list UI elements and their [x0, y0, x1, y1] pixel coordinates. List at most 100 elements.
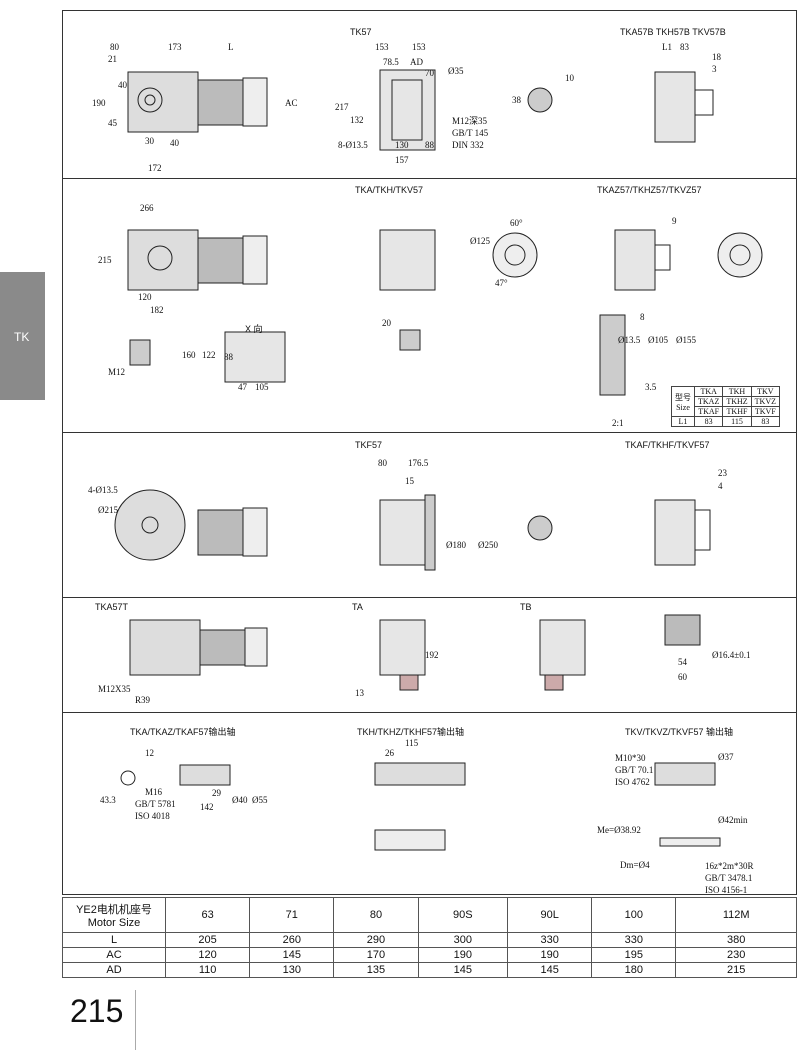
dimension-label: Ø125: [470, 236, 490, 246]
dimension-label: 23: [718, 468, 727, 478]
dimension-label: 330: [507, 932, 593, 948]
dimension-label: M12X35: [98, 684, 131, 694]
view-title: TA: [352, 602, 363, 612]
dimension-label: Ø42min: [718, 815, 748, 825]
dimension-label: 29: [212, 788, 221, 798]
dimension-label: 160: [182, 350, 196, 360]
dimension-label: M12: [108, 367, 126, 377]
dimension-label: 83: [680, 42, 689, 52]
dimension-label: 100: [591, 897, 677, 933]
dimension-label: 80: [378, 458, 387, 468]
dimension-label: 12: [145, 748, 154, 758]
dimension-label: 195: [591, 947, 677, 963]
gearbox-drawing-4: [129, 614, 701, 691]
dimension-label: 217: [335, 102, 349, 112]
dimension-label: 90S: [417, 897, 509, 933]
dimension-label: 18: [712, 52, 721, 62]
dimension-label: Ø16.4±0.1: [712, 650, 751, 660]
dimension-label: DIN 332: [452, 140, 484, 150]
dimension-label: 190: [507, 947, 593, 963]
view-title: TKA/TKH/TKV57: [355, 185, 424, 195]
dimension-label: 115: [722, 416, 752, 427]
dimension-label: ISO 4018: [135, 811, 170, 821]
dimension-label: 71: [249, 897, 335, 933]
dimension-label: TKAF: [693, 406, 724, 417]
dimension-label: 180: [591, 962, 677, 978]
divider: [62, 712, 797, 713]
dimension-label: 90L: [507, 897, 593, 933]
dimension-label: 215: [98, 255, 112, 265]
page-number: 215: [70, 993, 124, 1029]
dimension-label: 30: [145, 136, 154, 146]
dimension-label: 78.5: [383, 57, 399, 67]
dimension-label: 170: [333, 947, 419, 963]
dimension-label: 2:1: [612, 418, 624, 428]
dimension-label: GB/T 5781: [135, 799, 176, 809]
dimension-label: Ø180: [446, 540, 466, 550]
dimension-label: 3.5: [645, 382, 657, 392]
dimension-label: 8: [640, 312, 645, 322]
view-title: TKA/TKAZ/TKAF57输出轴: [130, 727, 236, 737]
dimension-label: 142: [200, 802, 214, 812]
dimension-label: 266: [140, 203, 154, 213]
dimension-label: L: [228, 42, 234, 52]
dimension-label: L1: [662, 42, 672, 52]
gearbox-drawing-tk57: [127, 71, 268, 133]
dimension-label: 60°: [510, 218, 523, 228]
dimension-label: 47: [238, 382, 247, 392]
section-tab-label: TK: [14, 330, 30, 344]
dimension-label: 173: [168, 42, 182, 52]
dimension-label: M10*30: [615, 753, 646, 763]
dimension-label: Me=Ø38.92: [597, 825, 641, 835]
technical-drawings: [114, 69, 763, 851]
dimension-label: TKA: [693, 386, 724, 397]
gearbox-drawing-3: [114, 489, 711, 571]
gearbox-drawing-b: [654, 71, 714, 143]
dimension-label: 157: [395, 155, 409, 165]
dimension-label: TKAZ: [693, 396, 724, 407]
dimension-label: 130: [249, 962, 335, 978]
dimension-label: 230: [675, 947, 797, 963]
dimension-label: 70: [425, 68, 434, 78]
dimension-label: 105: [255, 382, 269, 392]
dimension-label: 3: [712, 64, 717, 74]
dimension-label: 132: [350, 115, 364, 125]
dimension-label: GB/T 145: [452, 128, 489, 138]
dimension-label: ISO 4156-1: [705, 885, 748, 895]
dimension-label: AD: [62, 962, 166, 978]
dimension-label: Dm=Ø4: [620, 860, 650, 870]
dimension-label: 45: [108, 118, 117, 128]
dimension-label: 63: [164, 897, 251, 933]
dimension-label: 380: [675, 932, 797, 948]
dimension-label: 176.5: [408, 458, 429, 468]
dimension-label: TKV: [750, 386, 780, 397]
dimension-label: Ø37: [718, 752, 734, 762]
dimension-label: 145: [507, 962, 593, 978]
view-title: TKH/TKHZ/TKHF57输出轴: [357, 727, 465, 737]
dimension-label: AD: [410, 57, 423, 67]
dimension-label: Motor Size: [87, 917, 141, 929]
dimension-label: 88: [224, 352, 233, 362]
view-title: X 向: [245, 324, 263, 334]
dimension-label: 10: [565, 73, 574, 83]
dimension-label: 135: [333, 962, 419, 978]
dimension-label: TKHF: [722, 406, 752, 417]
dimension-label: 8-Ø13.5: [338, 140, 368, 150]
dimension-label: 120: [164, 947, 251, 963]
dimension-label: Ø35: [448, 66, 464, 76]
dimension-label: 15: [405, 476, 414, 486]
dimension-label: TKHZ: [722, 396, 752, 407]
dimension-label: 83: [750, 416, 780, 427]
dimension-label: R39: [135, 695, 151, 705]
dimension-label: 38: [512, 95, 521, 105]
gearbox-drawing-side: [379, 69, 436, 151]
section-tab[interactable]: TK: [0, 272, 45, 400]
dimension-label: 20: [382, 318, 391, 328]
dimension-label: TKVF: [750, 406, 780, 417]
dimension-label: 172: [148, 163, 162, 173]
dimension-label: Ø105: [648, 335, 668, 345]
